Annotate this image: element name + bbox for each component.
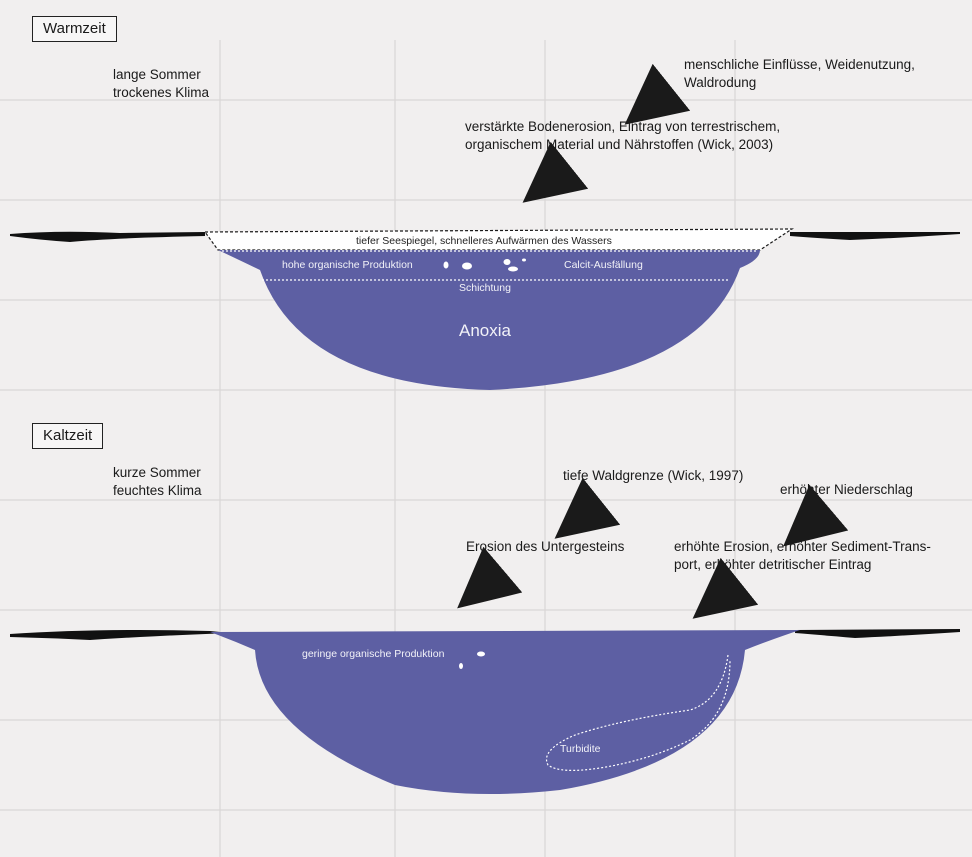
calcite-blob <box>503 259 511 265</box>
warm-influence-line2: Waldrodung <box>684 75 757 90</box>
cold-title: Kaltzeit <box>32 423 104 449</box>
calcite-blob <box>443 261 449 269</box>
warm-erosion: verstärkte Bodenerosion, Eintrag von ter… <box>465 118 780 154</box>
cold-climate: kurze Sommer feuchtes Klima <box>113 464 202 500</box>
cold-climate-line1: kurze Sommer <box>113 465 201 480</box>
cold-treeline-label: tiefe Waldgrenze (Wick, 1997) <box>563 468 744 483</box>
arrow-human-influence <box>624 63 691 125</box>
warm-influence-line1: menschliche Einflüsse, Weidenutzung, <box>684 57 915 72</box>
organic-blob <box>477 651 485 657</box>
warm-climate: lange Sommer trockenes Klima <box>113 66 209 102</box>
cold-sediment: erhöhte Erosion, erhöhter Sediment-Trans… <box>674 538 931 574</box>
cold-sediment-line1: erhöhte Erosion, erhöhter Sediment-Trans… <box>674 539 931 554</box>
calcite-blob <box>462 262 472 270</box>
warm-stratification-label: Schichtung <box>459 282 511 294</box>
arrow-bedrock-erosion <box>457 546 523 609</box>
turbidite-outline <box>546 654 731 771</box>
cold-climate-line2: feuchtes Klima <box>113 483 202 498</box>
cold-turbidite-label: Turbidite <box>560 743 601 755</box>
warm-ground-left <box>10 231 205 242</box>
warm-erosion-line1: verstärkte Bodenerosion, Eintrag von ter… <box>465 119 781 134</box>
arrow-treeline <box>554 477 621 539</box>
cold-organic-label: geringe organische Produktion <box>302 648 445 660</box>
arrow-precipitation <box>783 484 849 547</box>
cold-lake-basin <box>210 630 800 794</box>
cold-ground-right <box>795 629 960 638</box>
calcite-blob <box>508 266 518 272</box>
warm-surface-label: tiefer Seespiegel, schnelleres Aufwärmen… <box>356 235 612 247</box>
warm-influence: menschliche Einflüsse, Weidenutzung, Wal… <box>684 56 915 92</box>
warm-erosion-line2: organischem Material und Nährstoffen (Wi… <box>465 137 774 152</box>
cold-bedrock-label: Erosion des Untergesteins <box>466 539 625 554</box>
warm-organic-label: hohe organische Produktion <box>282 259 413 271</box>
calcite-blob <box>522 258 526 262</box>
warm-calcite-label: Calcit-Ausfällung <box>564 259 643 271</box>
arrow-sediment <box>692 557 759 619</box>
cold-precipitation-label: erhöhter Niederschlag <box>780 482 913 497</box>
warm-ground-right <box>790 232 960 240</box>
warm-climate-line2: trockenes Klima <box>113 85 210 100</box>
warm-climate-line1: lange Sommer <box>113 67 201 82</box>
arrow-soil-erosion <box>522 141 589 203</box>
warm-lake-basin <box>218 250 760 390</box>
organic-blob <box>459 663 463 669</box>
cold-sediment-line2: port, erhöhter detritischer Eintrag <box>674 557 872 572</box>
cold-ground-left <box>10 630 230 640</box>
warm-title: Warmzeit <box>32 16 117 42</box>
warm-anoxia-label: Anoxia <box>459 321 511 340</box>
